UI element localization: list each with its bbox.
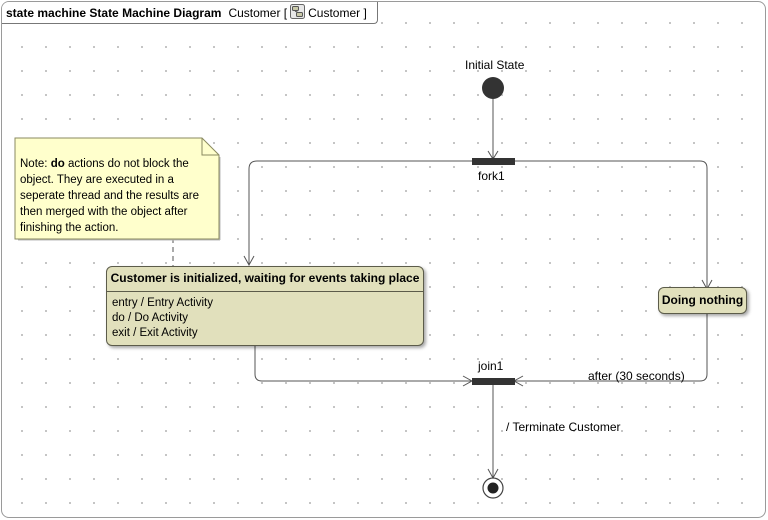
context-close: ] [363,5,367,20]
diagram-type-keyword: state machine [6,5,87,20]
context-name: Customer [308,5,361,20]
fork-label: fork1 [478,169,505,183]
join-label: join1 [478,359,504,373]
diagram-name: State Machine Diagram [89,5,222,20]
note-text: Note: do actions do not block the object… [20,156,210,236]
do-activity: do / Do Activity [112,312,189,324]
join-bar [472,378,515,385]
entry-activity: entry / Entry Activity [112,297,213,309]
note-prefix: Note: [20,158,48,170]
terminate-transition-label: / Terminate Customer [506,420,621,434]
transition-idle-to-join [514,314,708,382]
diagram-frame-tab: state machine State Machine Diagram Cust… [2,2,378,24]
fork-bar [472,158,515,165]
final-state-core [487,482,499,494]
transition-fork-to-main [248,160,472,265]
transition-main-to-join [254,346,472,382]
initial-state-node [482,77,504,99]
state-activities: entry / Entry Activity do / Do Activity … [107,292,423,341]
state-machine-icon [290,3,306,22]
timeout-transition-label: after (30 seconds) [588,369,685,383]
arrowhead-main [243,255,255,267]
transition-fork-to-idle [514,160,708,289]
note-keyword: do [50,158,65,170]
context-label: Customer [ [228,5,288,20]
note-shape [14,137,221,241]
exit-activity: exit / Exit Activity [112,327,198,339]
state-customer-initialized[interactable]: Customer is initialized, waiting for eve… [106,266,424,346]
initial-state-label: Initial State [465,58,525,72]
state-title: Doing nothing [661,293,744,307]
note-body: actions do not block the object. They ar… [20,158,200,234]
state-doing-nothing[interactable]: Doing nothing [658,287,747,314]
state-title: Customer is initialized, waiting for eve… [107,267,423,292]
note-comment[interactable]: Note: do actions do not block the object… [15,138,219,239]
